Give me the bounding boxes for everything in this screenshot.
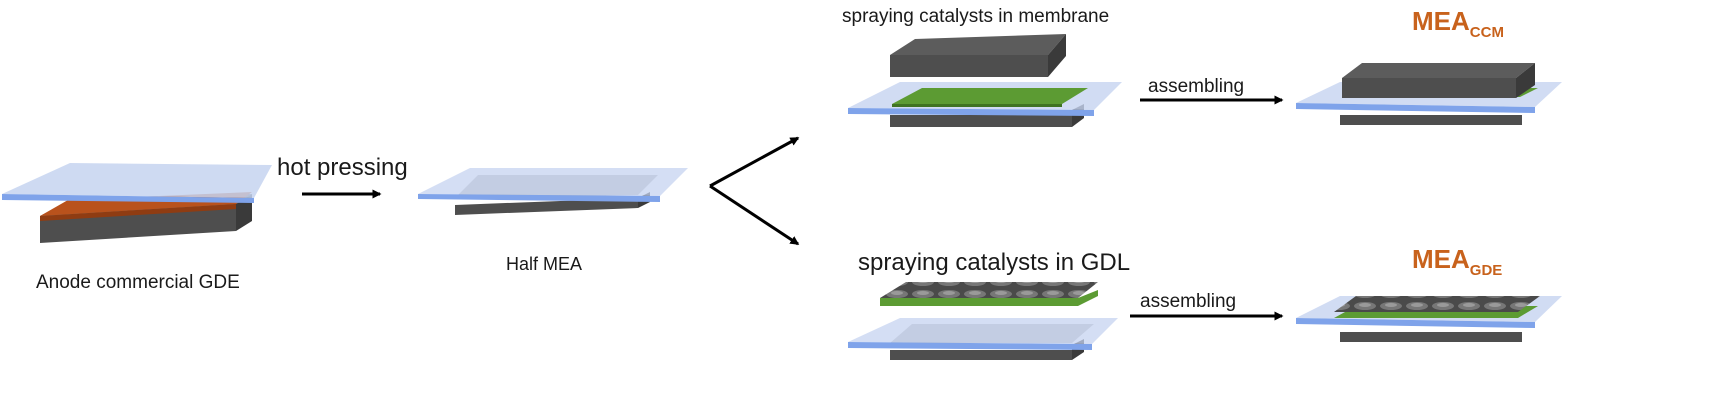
hot-pressing-label: hot pressing: [277, 154, 408, 181]
half-mea-gdl-front: [455, 198, 638, 215]
ccm-top-gdl-side: [1048, 34, 1066, 77]
gde-membrane-edge: [848, 342, 1092, 350]
ccm-membrane-edge: [848, 108, 1094, 116]
mea-ccm-stack: [1296, 63, 1562, 125]
mea-gde-membrane-edge: [1296, 318, 1535, 328]
anode-membrane: [2, 163, 272, 198]
mea-ccm-bottom-gdl: [1340, 115, 1522, 125]
spray-membrane-label: spraying catalysts in membrane: [842, 6, 1109, 27]
half-mea-stack: [418, 168, 688, 215]
ccm-catalyst: [892, 88, 1088, 104]
ccm-bottom-gdl-front: [890, 115, 1072, 127]
mea-ccm-membrane-edge: [1296, 103, 1535, 113]
branch-arrow-down: [709, 184, 800, 246]
mea-ccm-top-gdl-top: [1342, 63, 1535, 78]
anode-gdl-side: [236, 194, 252, 231]
mea-gde-label: MEAGDE: [1412, 244, 1502, 279]
ccm-exploded-stack: [848, 34, 1122, 127]
anode-gde-stack: [2, 163, 272, 243]
gde-membrane: [848, 318, 1118, 344]
half-mea-membrane-edge: [418, 194, 660, 202]
mea-gde-bottom-gdl: [1340, 332, 1522, 342]
gde-exploded-stack: [848, 282, 1118, 360]
half-mea-label: Half MEA: [506, 254, 582, 274]
mea-gde-cloth: [1334, 296, 1540, 312]
branch-arrow-up: [709, 136, 800, 188]
anode-catalyst-edge: [40, 204, 236, 221]
ccm-top-gdl-front: [890, 55, 1048, 77]
anode-label: Anode commercial GDE: [36, 272, 240, 293]
assembling-top-label: assembling: [1148, 76, 1244, 97]
spray-gdl-label: spraying catalysts in GDL: [858, 249, 1130, 276]
mea-ccm-top-gdl-side: [1516, 63, 1535, 98]
mea-ccm-label: MEACCM: [1412, 6, 1504, 41]
gde-cloth-green: [880, 290, 1098, 306]
ccm-top-gdl-top: [890, 34, 1066, 55]
gde-bottom-gdl-front: [890, 350, 1072, 360]
anode-membrane-edge: [2, 194, 254, 203]
ccm-catalyst-edge: [892, 104, 1062, 107]
mea-gde-stack: [1296, 296, 1562, 342]
half-mea-membrane: [418, 168, 688, 196]
mea-ccm-top-gdl-front: [1342, 78, 1516, 98]
gde-cloth-top: [880, 282, 1098, 298]
assembling-bottom-label: assembling: [1140, 291, 1236, 312]
